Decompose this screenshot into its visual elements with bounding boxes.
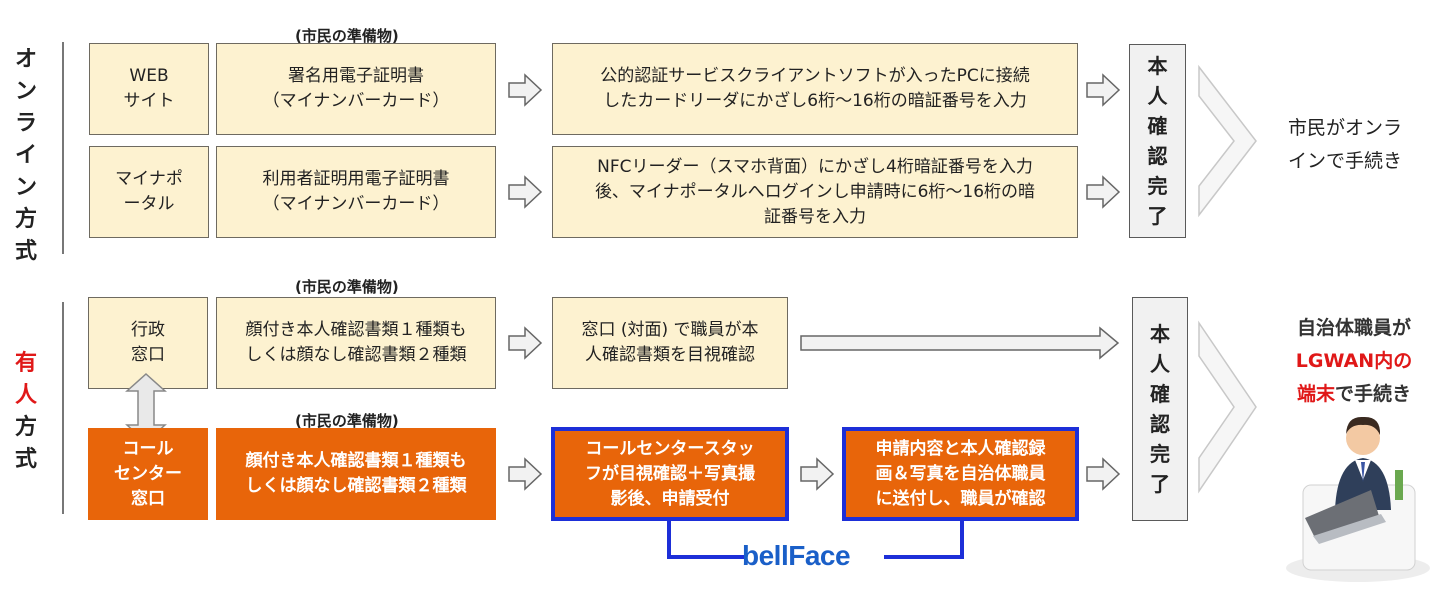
confirm-char: 確: [1150, 382, 1170, 406]
inperson-label-char: 方: [14, 415, 37, 440]
bellface-bracket: [667, 519, 964, 559]
myna-portal-channel-box: マイナポ ータル: [89, 146, 209, 238]
government-counter-box: 行政 窓口: [88, 297, 208, 389]
online-identity-confirmed-box: 本 人 確 認 完 了: [1129, 44, 1186, 238]
online-label-char: ラ: [14, 111, 37, 136]
right-arrow-icon: [1086, 73, 1121, 107]
online-label-char: ン: [14, 79, 37, 104]
large-chevron-arrow-icon: [1198, 64, 1257, 218]
call-center-id-documents-box: 顔付き本人確認書類１種類も しくは顔なし確認書類２種類: [216, 428, 496, 520]
result-line-1: 自治体職員が: [1296, 317, 1411, 339]
right-arrow-icon: [1086, 175, 1121, 209]
signature-certificate-box: 署名用電子証明書 （マイナンバーカード）: [216, 43, 496, 135]
call-center-channel-box: コール センター 窓口: [88, 428, 208, 520]
right-arrow-icon: [1086, 457, 1121, 491]
right-arrow-icon: [800, 457, 835, 491]
pc-card-reader-step-box: 公的認証サービスクライアントソフトが入ったPCに接続 したカードリーダにかざし6…: [552, 43, 1078, 135]
confirm-char: 完: [1150, 442, 1170, 466]
confirm-char: 本: [1147, 54, 1168, 78]
online-label-char: イ: [14, 143, 37, 168]
web-site-channel-box: WEB サイト: [89, 43, 209, 135]
inperson-label-char-red: 人: [14, 383, 37, 408]
online-section-label: オ ン ラ イ ン 方 式: [8, 44, 44, 268]
send-to-municipality-step-box: 申請内容と本人確認録 画＆写真を自治体職員 に送付し、職員が確認: [842, 427, 1079, 521]
online-caption: (市民の準備物): [295, 27, 399, 45]
result-line-3-rest: で手続き: [1335, 383, 1412, 405]
user-certificate-box: 利用者証明用電子証明書 （マイナンバーカード）: [216, 146, 496, 238]
confirm-char: 認: [1147, 144, 1168, 168]
inperson-identity-confirmed-box: 本 人 確 認 完 了: [1132, 297, 1188, 521]
online-label-char: ン: [14, 175, 37, 200]
confirm-char: 人: [1150, 352, 1170, 376]
id-documents-box: 顔付き本人確認書類１種類も しくは顔なし確認書類２種類: [216, 297, 496, 389]
result-line-3: 端末で手続き: [1268, 378, 1440, 411]
inperson-caption-bottom: (市民の準備物): [295, 412, 399, 430]
face-to-face-check-box: 窓口 (対面) で職員が本 人確認書類を目視確認: [552, 297, 788, 389]
right-arrow-icon: [508, 175, 543, 209]
inperson-divider: [62, 302, 64, 514]
right-arrow-icon: [508, 326, 543, 360]
bellface-logo: bellFace: [742, 540, 851, 571]
online-result-text: 市民がオンラ インで手続き: [1287, 117, 1402, 172]
online-divider: [62, 42, 64, 254]
inperson-result-text: 自治体職員が LGWAN内の 端末で手続き: [1268, 312, 1440, 411]
confirm-char: 完: [1147, 174, 1168, 198]
long-right-arrow-icon: [800, 326, 1120, 360]
result-line-2: LGWAN内の: [1295, 350, 1413, 372]
confirm-char: 了: [1150, 472, 1170, 496]
large-chevron-arrow-icon: [1198, 320, 1257, 494]
right-arrow-icon: [508, 457, 543, 491]
confirm-char: 人: [1147, 84, 1168, 108]
inperson-caption-top: (市民の準備物): [295, 278, 399, 296]
call-center-staff-step-box: コールセンタースタッ フが目視確認＋写真撮 影後、申請受付: [551, 427, 789, 521]
online-label-char: 式: [14, 239, 37, 264]
inperson-label-char: 式: [14, 447, 37, 472]
inperson-label-char-red: 有: [14, 351, 37, 376]
confirm-char: 本: [1150, 322, 1170, 346]
right-arrow-icon: [508, 73, 543, 107]
online-label-char: 方: [14, 207, 37, 232]
nfc-reader-step-box: NFCリーダー（スマホ背面）にかざし4桁暗証番号を入力 後、マイナポータルへログ…: [552, 146, 1078, 238]
confirm-char: 認: [1150, 412, 1170, 436]
confirm-char: 了: [1147, 204, 1168, 228]
inperson-section-label: 有 人 方 式: [8, 348, 44, 476]
confirm-char: 確: [1147, 114, 1168, 138]
result-line-3-red: 端末: [1296, 383, 1335, 405]
online-label-char: オ: [14, 47, 37, 72]
staff-at-laptop-illustration: [1286, 416, 1430, 582]
